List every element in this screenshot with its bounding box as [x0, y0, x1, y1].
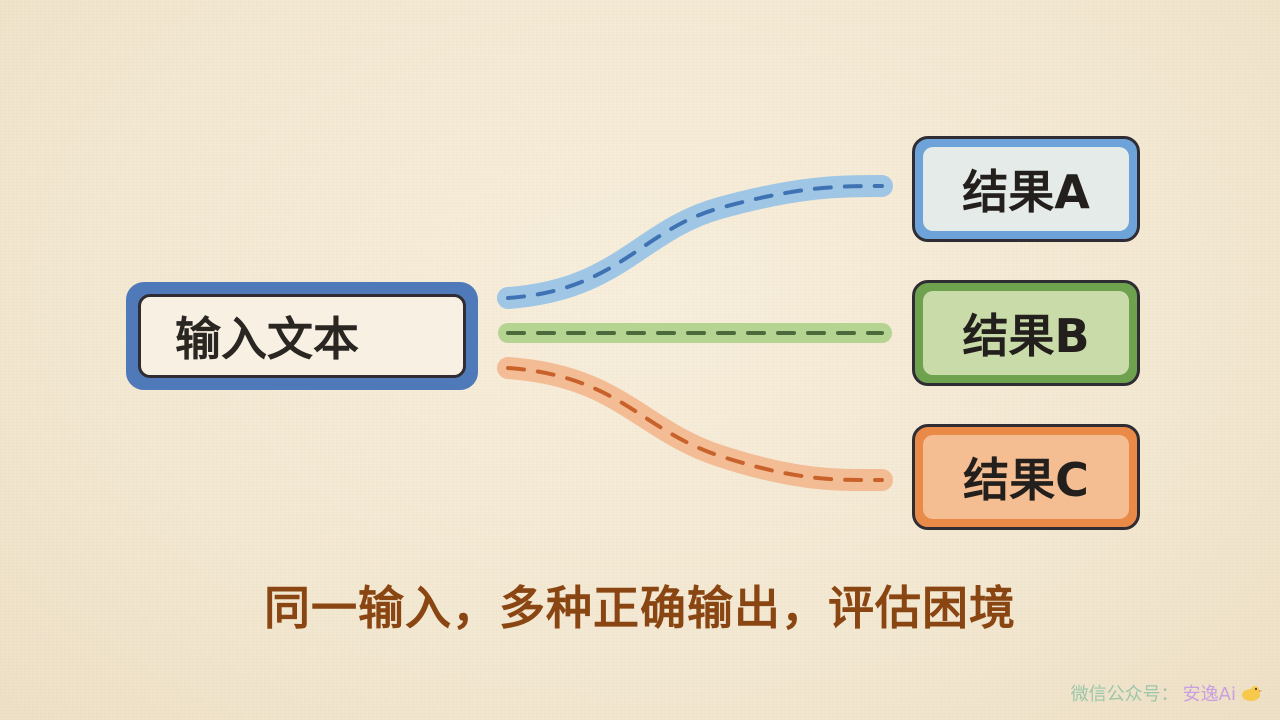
chick-icon — [1240, 684, 1262, 702]
input-node-label: 输入文本 — [138, 294, 466, 378]
diagram-caption: 同一输入，多种正确输出，评估困境 — [264, 581, 1016, 635]
output-node-c-label: 结果C — [923, 435, 1129, 519]
connector-a-dash — [506, 184, 884, 300]
connector-c-band — [497, 357, 893, 492]
watermark-name: 安逸Ai — [1182, 684, 1236, 705]
watermark-prefix: 微信公众号： — [1070, 684, 1179, 705]
connector-c-dash — [506, 366, 884, 483]
connector-a-band — [497, 175, 893, 309]
watermark: 微信公众号： 安逸Ai — [1071, 680, 1262, 706]
input-node: 输入文本 — [126, 282, 478, 390]
output-node-c: 结果C — [912, 424, 1140, 530]
output-node-a: 结果A — [912, 136, 1140, 242]
output-node-b: 结果B — [912, 280, 1140, 386]
output-node-b-label: 结果B — [923, 291, 1129, 375]
output-node-a-label: 结果A — [923, 147, 1129, 231]
